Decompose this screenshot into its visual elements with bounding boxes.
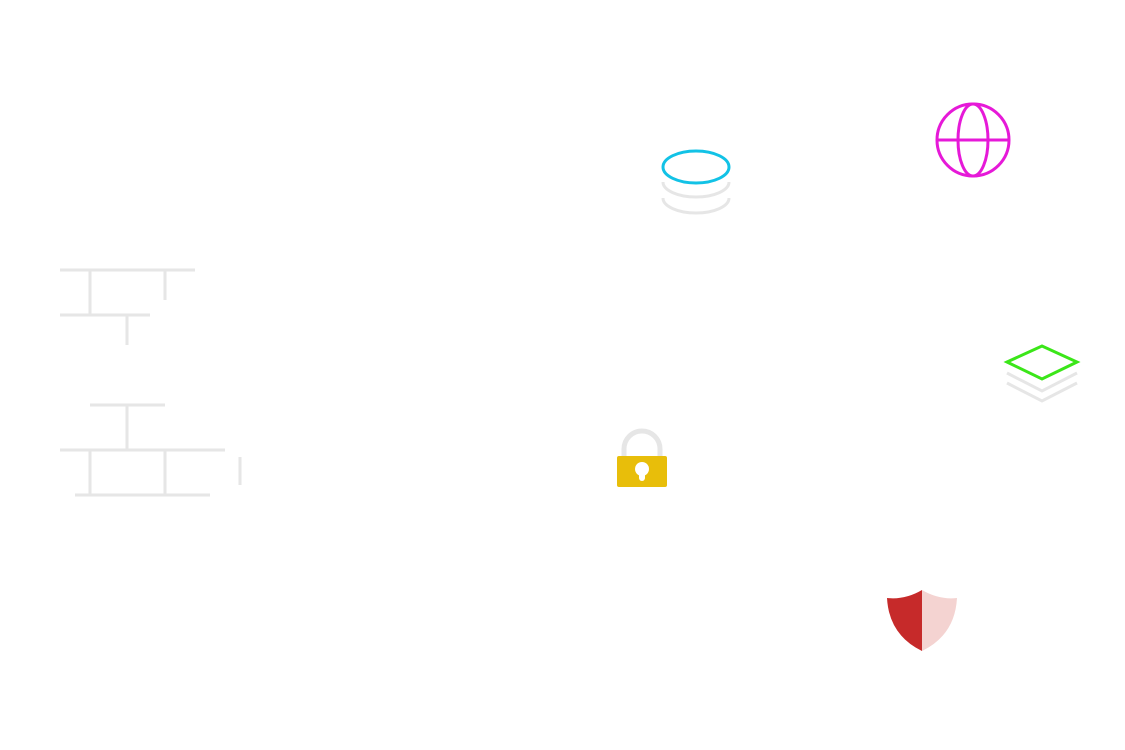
database-icon <box>661 149 731 215</box>
brick-wall-icon <box>60 268 242 497</box>
shield-icon <box>887 590 957 651</box>
globe-icon <box>935 102 1011 178</box>
lock-icon <box>617 428 667 487</box>
layers-icon <box>1003 344 1081 403</box>
